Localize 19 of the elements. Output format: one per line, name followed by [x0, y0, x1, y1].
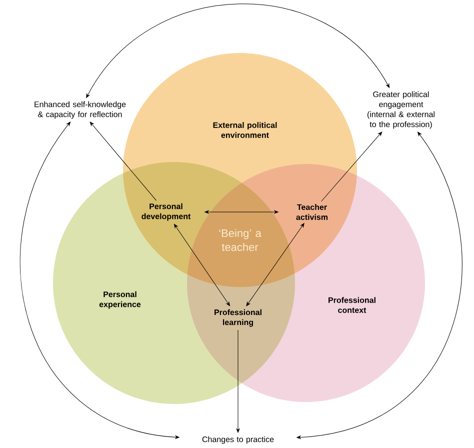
arrow: [174, 224, 230, 306]
region-label: Teacher activism: [296, 204, 328, 220]
arrow: [86, 4, 390, 98]
center-label: ‘Being’ a teacher: [219, 228, 262, 252]
region-label: Personal experience: [99, 291, 141, 309]
outcome-text: Changes to practice: [202, 436, 274, 444]
arrow: [321, 132, 382, 202]
arrow: [204, 210, 278, 214]
region-label: External political environment: [213, 122, 277, 138]
arrow: [20, 122, 180, 439]
arrow: [246, 223, 304, 306]
arrow: [90, 122, 157, 201]
outcome-text: Enhanced self-knowledge & capacity for reflection: [34, 101, 126, 119]
outcome-text: Greater political engagement (internal & external to the profession): [368, 91, 434, 129]
region-label: Professional learning: [214, 309, 262, 327]
region-label: Personal development: [142, 203, 191, 221]
region-label: Professional context: [328, 297, 376, 313]
arrow: [236, 330, 240, 433]
arrow: [296, 132, 462, 439]
